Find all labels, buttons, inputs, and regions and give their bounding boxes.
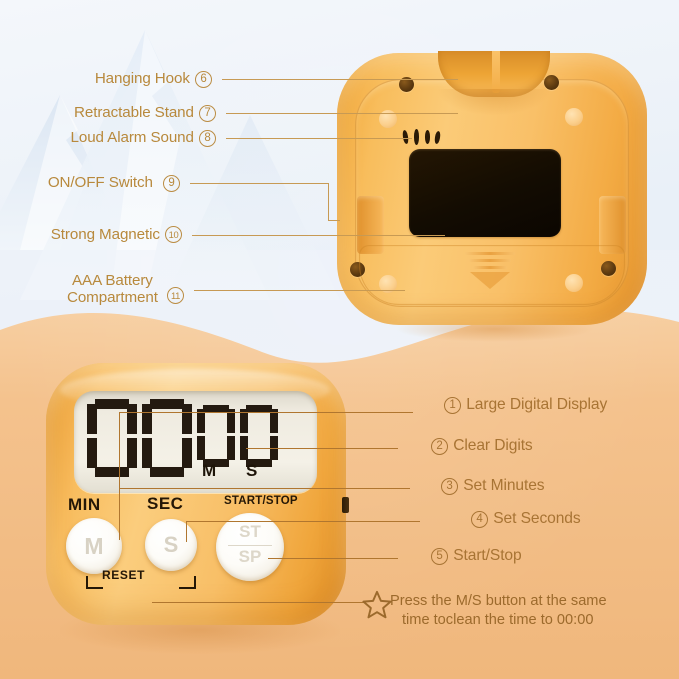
leader-line-5 [268, 558, 398, 559]
label-aaa-battery-text-line1: AAA Battery [72, 272, 153, 289]
hanging-hook-divider [492, 51, 500, 93]
rubber-foot-top-left [379, 110, 397, 128]
callout-number-8: 8 [199, 130, 216, 147]
hook-shadow [438, 89, 550, 115]
label-hanging-hook-text: Hanging Hook [94, 70, 190, 87]
callout-number-11: 11 [167, 287, 184, 305]
leader-line-7 [226, 113, 458, 114]
lcd-digit-seconds-tens [196, 405, 236, 467]
label-loud-alarm-sound-text: Loud Alarm Sound [70, 129, 194, 146]
leader-line-6 [222, 79, 458, 80]
label-large-digital-display: 1 Large Digital Display [443, 396, 607, 414]
leader-line-11 [194, 290, 405, 291]
star-icon [362, 590, 392, 619]
leader-line-10 [192, 235, 445, 236]
note-line-1: Press the M/S button at the same [390, 593, 607, 609]
label-large-digital-display-text: Large Digital Display [466, 396, 608, 413]
callout-number-10: 10 [165, 226, 182, 243]
leader-line-8 [226, 138, 412, 139]
screw-bottom-left [350, 262, 365, 277]
rubber-foot-bottom-left [379, 275, 397, 293]
callout-number-2: 2 [431, 438, 448, 455]
battery-door-arrow-icon [461, 252, 519, 292]
start-stop-button-bottom-text: SP [238, 547, 262, 566]
retractable-stand-right [599, 196, 626, 254]
label-set-seconds-text: Set Seconds [493, 510, 581, 527]
note-text: Press the M/S button at the same time to… [390, 592, 607, 631]
label-aaa-battery-compartment: AAA Battery Compartment 11 [0, 272, 185, 307]
callout-number-3: 3 [441, 478, 458, 495]
lcd-unit-minutes: M [202, 461, 217, 480]
screw-top-left [399, 77, 414, 92]
label-start-stop-text: Start/Stop [453, 547, 522, 564]
callout-number-4: 4 [471, 511, 488, 528]
label-loud-alarm-sound: Loud Alarm Sound 8 [0, 129, 217, 147]
label-hanging-hook: Hanging Hook 6 [0, 70, 213, 88]
leader-line-2 [246, 448, 398, 449]
leader-line-4 [186, 521, 420, 522]
leader-line-note [152, 602, 364, 603]
leader-line-9-tip [328, 220, 340, 221]
label-retractable-stand-text: Retractable Stand [74, 104, 194, 121]
timer-front-view: M S MIN SEC START/STOP M S ST SP RESET [46, 363, 349, 625]
label-start-stop: 5 Start/Stop [430, 547, 522, 565]
callout-number-1: 1 [444, 397, 461, 414]
lcd-display: M S [74, 391, 317, 493]
lcd-screen: M S [84, 397, 307, 487]
on-off-switch-nub[interactable] [342, 497, 349, 513]
leader-line-1-v [119, 412, 120, 540]
sec-button-caption: SEC [147, 494, 184, 513]
label-on-off-switch-text: ON/OFF Switch [47, 174, 153, 191]
retractable-stand-left [357, 196, 384, 254]
min-button-caption: MIN [68, 495, 101, 514]
callout-number-9: 9 [163, 175, 180, 192]
rubber-foot-bottom-right [565, 274, 583, 292]
leader-line-9-v [328, 183, 329, 220]
label-set-seconds: 4 Set Seconds [470, 510, 581, 528]
label-on-off-switch: ON/OFF Switch 9 [0, 174, 181, 192]
start-stop-button-divider [228, 545, 272, 547]
start-stop-button[interactable]: ST SP [216, 513, 284, 581]
label-set-minutes-text: Set Minutes [463, 477, 545, 494]
timer-back-view [337, 51, 647, 325]
screw-bottom-right [601, 261, 616, 276]
alarm-speaker-grille-icon [401, 129, 443, 145]
leader-line-9-h [190, 183, 329, 184]
label-clear-digits: 2 Clear Digits [430, 437, 533, 455]
label-clear-digits-text: Clear Digits [453, 437, 533, 454]
note-line-2: time toclean the time to 00:00 [402, 612, 594, 629]
reset-bracket-graphic [86, 576, 196, 594]
rubber-foot-top-right [565, 108, 583, 126]
lcd-digit-minutes-tens [86, 399, 138, 477]
leader-line-1 [119, 412, 413, 413]
sec-button[interactable]: S [145, 519, 197, 571]
lcd-digit-minutes-ones [141, 399, 193, 477]
label-retractable-stand: Retractable Stand 7 [0, 104, 217, 122]
magnetic-battery-panel [409, 149, 561, 237]
label-aaa-battery-text-line2: Compartment [66, 289, 158, 307]
callout-number-7: 7 [199, 105, 216, 122]
leader-line-4-v [186, 521, 187, 542]
lcd-unit-seconds: S [246, 461, 258, 480]
screw-top-right [544, 75, 559, 90]
leader-line-3 [120, 488, 410, 489]
callout-number-5: 5 [431, 548, 448, 565]
label-set-minutes: 3 Set Minutes [440, 477, 545, 495]
lcd-digit-seconds-ones [239, 405, 279, 467]
reset-label: RESET [102, 568, 146, 582]
label-strong-magnetic-text: Strong Magnetic [50, 226, 160, 243]
min-button[interactable]: M [66, 518, 122, 574]
callout-number-6: 6 [195, 71, 212, 88]
start-stop-button-top-text: ST [239, 522, 261, 541]
label-strong-magnetic: Strong Magnetic 10 [0, 226, 183, 243]
start-stop-button-caption: START/STOP [224, 495, 298, 507]
